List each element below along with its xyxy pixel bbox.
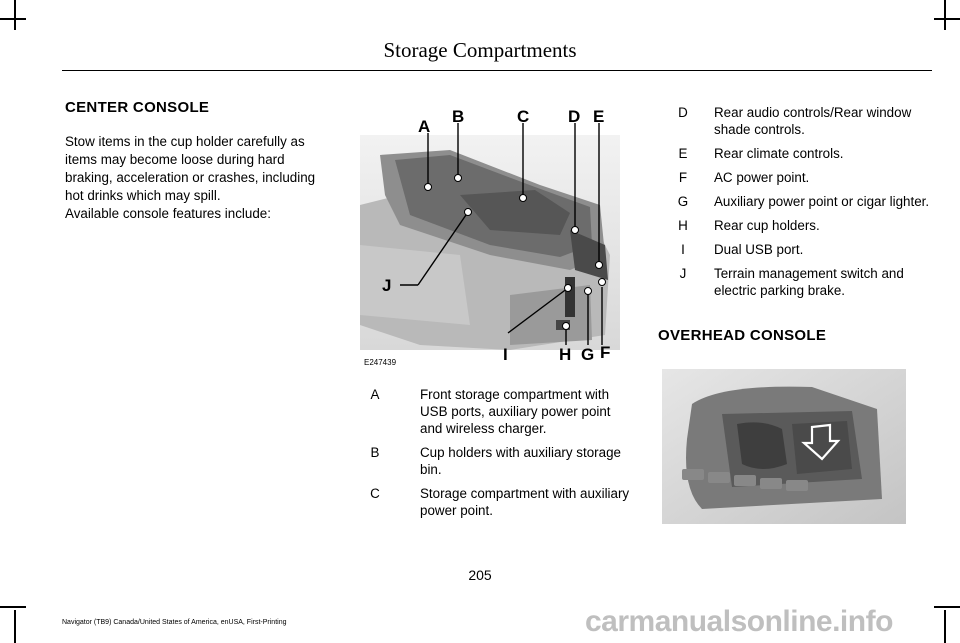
legend-text: Rear climate controls. bbox=[714, 146, 844, 161]
legend-item: B Cup holders with auxiliary storage bin… bbox=[360, 444, 632, 478]
legend-key: B bbox=[370, 445, 380, 460]
legend-item: J Terrain management switch and electric… bbox=[668, 265, 930, 299]
crop-mark bbox=[934, 18, 960, 20]
legend-key: J bbox=[679, 266, 687, 281]
page-title: Storage Compartments bbox=[383, 38, 577, 62]
legend-text: Front storage compartment with USB ports… bbox=[420, 387, 611, 436]
callout-label: D bbox=[568, 107, 581, 126]
crop-mark bbox=[944, 610, 946, 643]
callout-label: G bbox=[581, 345, 595, 364]
crop-mark bbox=[934, 606, 960, 608]
legend-key: H bbox=[678, 218, 688, 233]
center-console-paragraph: Stow items in the cup holder carefully a… bbox=[65, 134, 316, 203]
crop-mark bbox=[0, 18, 26, 20]
legend-key: I bbox=[681, 242, 685, 257]
overhead-console-figure bbox=[662, 369, 906, 524]
crop-mark bbox=[14, 0, 16, 30]
crop-mark bbox=[944, 0, 946, 30]
legend-item: E Rear climate controls. bbox=[668, 145, 930, 162]
callout-label: H bbox=[559, 345, 572, 364]
legend-item: I Dual USB port. bbox=[668, 241, 930, 258]
legend-right: D Rear audio controls/Rear window shade … bbox=[668, 104, 930, 306]
down-arrow-icon bbox=[801, 423, 841, 461]
footer-text: Navigator (TB9) Canada/United States of … bbox=[62, 619, 287, 626]
legend-text: Rear audio controls/Rear window shade co… bbox=[714, 105, 912, 137]
overhead-console-heading: OVERHEAD CONSOLE bbox=[658, 327, 827, 344]
center-console-paragraph: Available console features include: bbox=[65, 206, 271, 221]
legend-item: A Front storage compartment with USB por… bbox=[360, 386, 632, 437]
legend-key: F bbox=[678, 170, 688, 185]
center-console-heading: CENTER CONSOLE bbox=[65, 99, 210, 116]
legend-key: E bbox=[678, 146, 688, 161]
legend-item: G Auxiliary power point or cigar lighter… bbox=[668, 193, 930, 210]
center-console-figure: A B C D E F G H I J E247439 bbox=[360, 95, 630, 375]
legend-text: Cup holders with auxiliary storage bin. bbox=[420, 445, 621, 477]
watermark: carmanualsonline.info bbox=[585, 605, 893, 638]
legend-text: Terrain management switch and electric p… bbox=[714, 266, 904, 298]
callout-label: J bbox=[382, 276, 392, 295]
crop-mark bbox=[14, 610, 16, 643]
legend-key: D bbox=[678, 105, 688, 120]
legend-key: A bbox=[370, 387, 380, 402]
callout-label: F bbox=[600, 343, 611, 362]
overhead-console-illustration bbox=[662, 369, 906, 524]
callout-label: I bbox=[503, 345, 508, 364]
center-console-illustration bbox=[360, 123, 620, 350]
legend-item: C Storage compartment with auxiliary pow… bbox=[360, 485, 632, 519]
legend-item: D Rear audio controls/Rear window shade … bbox=[668, 104, 930, 138]
legend-item: F AC power point. bbox=[668, 169, 930, 186]
crop-mark bbox=[0, 606, 26, 608]
page-number: 205 bbox=[468, 567, 492, 583]
legend-item: H Rear cup holders. bbox=[668, 217, 930, 234]
callout-label: B bbox=[452, 107, 465, 126]
title-divider bbox=[62, 70, 932, 71]
legend-text: Storage compartment with auxiliary power… bbox=[420, 486, 630, 518]
legend-key: G bbox=[677, 194, 689, 209]
callout-label: A bbox=[418, 117, 431, 136]
legend-text: Dual USB port. bbox=[714, 242, 804, 257]
legend-text: Auxiliary power point or cigar lighter. bbox=[714, 194, 930, 209]
legend-text: AC power point. bbox=[714, 170, 810, 185]
legend-text: Rear cup holders. bbox=[714, 218, 820, 233]
callout-label: C bbox=[517, 107, 530, 126]
legend-key: C bbox=[370, 486, 380, 501]
legend-left: A Front storage compartment with USB por… bbox=[360, 386, 632, 526]
callout-label: E bbox=[593, 107, 605, 126]
figure-code: E247439 bbox=[364, 358, 397, 367]
